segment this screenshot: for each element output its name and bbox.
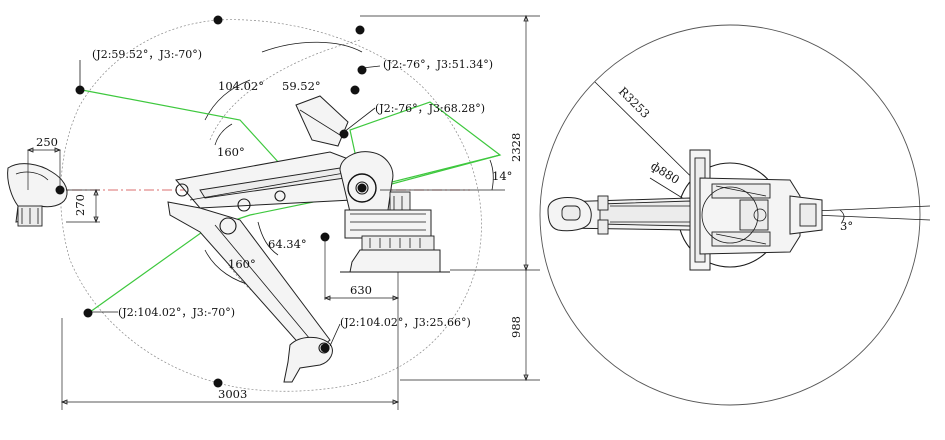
- angle-label-a5: 64.34°: [268, 237, 307, 251]
- angle-label-a3: 160°: [217, 145, 245, 159]
- point-dot: [320, 343, 330, 353]
- top-reach-circle: [539, 24, 921, 406]
- side-points: [55, 15, 367, 388]
- dim-label-250: 250: [36, 135, 58, 149]
- point-label-5: (J2:104.02°，J3:25.66°): [340, 316, 471, 329]
- angle-label-a1: 104.02°: [218, 79, 264, 93]
- side-arc-left: [204, 79, 251, 121]
- angle-label-a6: 160°: [228, 257, 256, 271]
- side-arc-64: [257, 221, 279, 256]
- side-outer-envelope: [60, 19, 482, 392]
- top-angle-label: 3°: [840, 219, 853, 233]
- dim-label-3003: 3003: [218, 387, 247, 401]
- side-dimensions: [26, 14, 540, 410]
- side-end-effector: [7, 163, 68, 227]
- point-dot: [339, 129, 349, 139]
- side-green-upper: [81, 89, 502, 191]
- point-dot: [320, 232, 330, 242]
- top-view: R3253 ф880 3°: [539, 24, 931, 406]
- point-dot: [213, 378, 223, 388]
- side-arc-160-upper: [214, 123, 233, 146]
- point-label-3: (J2:-76°，J3:68.28°): [375, 102, 485, 115]
- angle-label-a4: 14°: [492, 169, 512, 183]
- angle-label-a2: 59.52°: [282, 79, 321, 93]
- side-arc-j2: [261, 41, 363, 53]
- point-dot: [350, 85, 360, 95]
- point-dot: [357, 183, 367, 193]
- side-green-lower: [89, 154, 501, 313]
- point-dot: [75, 85, 85, 95]
- point-dot: [357, 65, 367, 75]
- dim-label-988: 988: [509, 316, 523, 338]
- top-radius-label: R3253: [616, 84, 653, 121]
- point-label-4: (J2:104.02°，J3:-70°): [118, 306, 235, 319]
- point-label-2: (J2:-76°，J3:51.34°): [383, 58, 493, 71]
- dim-label-630: 630: [350, 283, 372, 297]
- point-dot: [213, 15, 223, 25]
- point-dot: [83, 308, 93, 318]
- point-dot: [355, 25, 365, 35]
- side-inner-envelope-upper: [209, 39, 361, 141]
- side-view: (J2:59.52°，J3:-70°) (J2:-76°，J3:51.34°) …: [7, 14, 540, 410]
- point-label-1: (J2:59.52°，J3:-70°): [92, 48, 202, 61]
- dim-label-270: 270: [73, 194, 87, 216]
- dim-label-2328: 2328: [509, 133, 523, 162]
- side-base: [339, 151, 450, 273]
